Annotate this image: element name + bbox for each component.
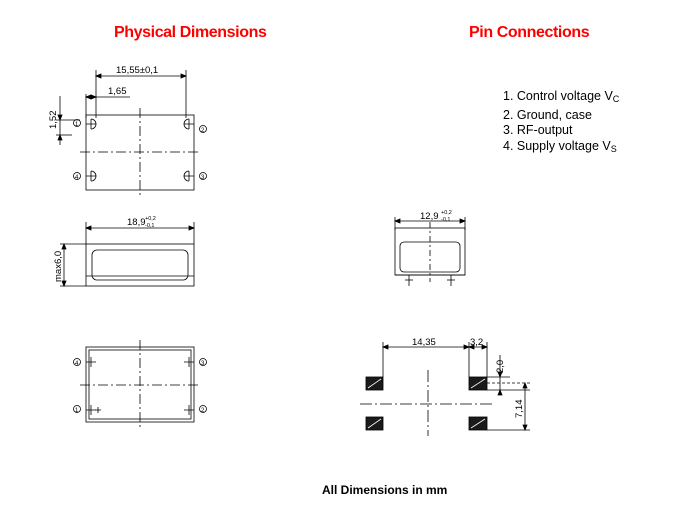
pin-label-3-top: 3 (201, 175, 205, 181)
end-view: 12,9 +0,2 -0,1 (393, 210, 467, 286)
dim-body-length: 18,9 (127, 217, 146, 228)
pin-label-2-top: 2 (201, 128, 205, 134)
physical-dimensions-title: Physical Dimensions (114, 24, 267, 41)
pin-label-4-bottom: 4 (75, 361, 79, 367)
bottom-view: 4 3 1 2 (73, 340, 207, 430)
dim-body-width: 12,9 (420, 211, 439, 222)
dim-height-max: max6,0 (53, 251, 64, 282)
dim-pin-offset: 1,65 (108, 86, 127, 97)
pin-label-1-bottom: 1 (75, 408, 79, 414)
pin-connections-title: Pin Connections (469, 24, 590, 41)
dim-pad-pitch: 7,14 (514, 400, 525, 419)
dim-body-length-tol-minus: -0,1 (145, 223, 154, 229)
top-view: 15,55±0,1 1,65 1,52 1 2 4 3 (48, 65, 207, 196)
pin-connections-list: 1. Control voltage VC 2. Ground, case 3.… (503, 89, 619, 157)
dim-pad-spacing: 14,35 (412, 337, 436, 348)
dim-overall-length: 15,55±0,1 (116, 65, 158, 76)
units-footer: All Dimensions in mm (322, 483, 448, 497)
pad-footprint: 14,35 3,2 2,0 7,14 (360, 337, 530, 436)
pin-label-3-bottom: 3 (201, 361, 205, 367)
pin-label-2-bottom: 2 (201, 408, 205, 414)
dim-body-width-tol-minus: -0,1 (441, 217, 450, 223)
pin-connection-3: 3. RF-output (503, 123, 573, 137)
dim-pad-width: 3,2 (470, 337, 483, 348)
dim-pin-height: 1,52 (48, 111, 59, 130)
pin-label-4-top: 4 (75, 175, 79, 181)
dim-body-width-tol-plus: +0,2 (441, 210, 452, 216)
dim-body-length-tol-plus: +0,2 (145, 216, 156, 222)
pin-connection-1: 1. Control voltage VC (503, 89, 620, 104)
dim-pad-height: 2,0 (495, 360, 506, 373)
pin-connection-4: 4. Supply voltage VS (503, 138, 617, 154)
pin-label-1-top: 1 (75, 122, 79, 128)
pin-connection-2: 2. Ground, case (503, 107, 592, 122)
side-view: 18,9 +0,2 -0,1 max6,0 (53, 216, 196, 288)
